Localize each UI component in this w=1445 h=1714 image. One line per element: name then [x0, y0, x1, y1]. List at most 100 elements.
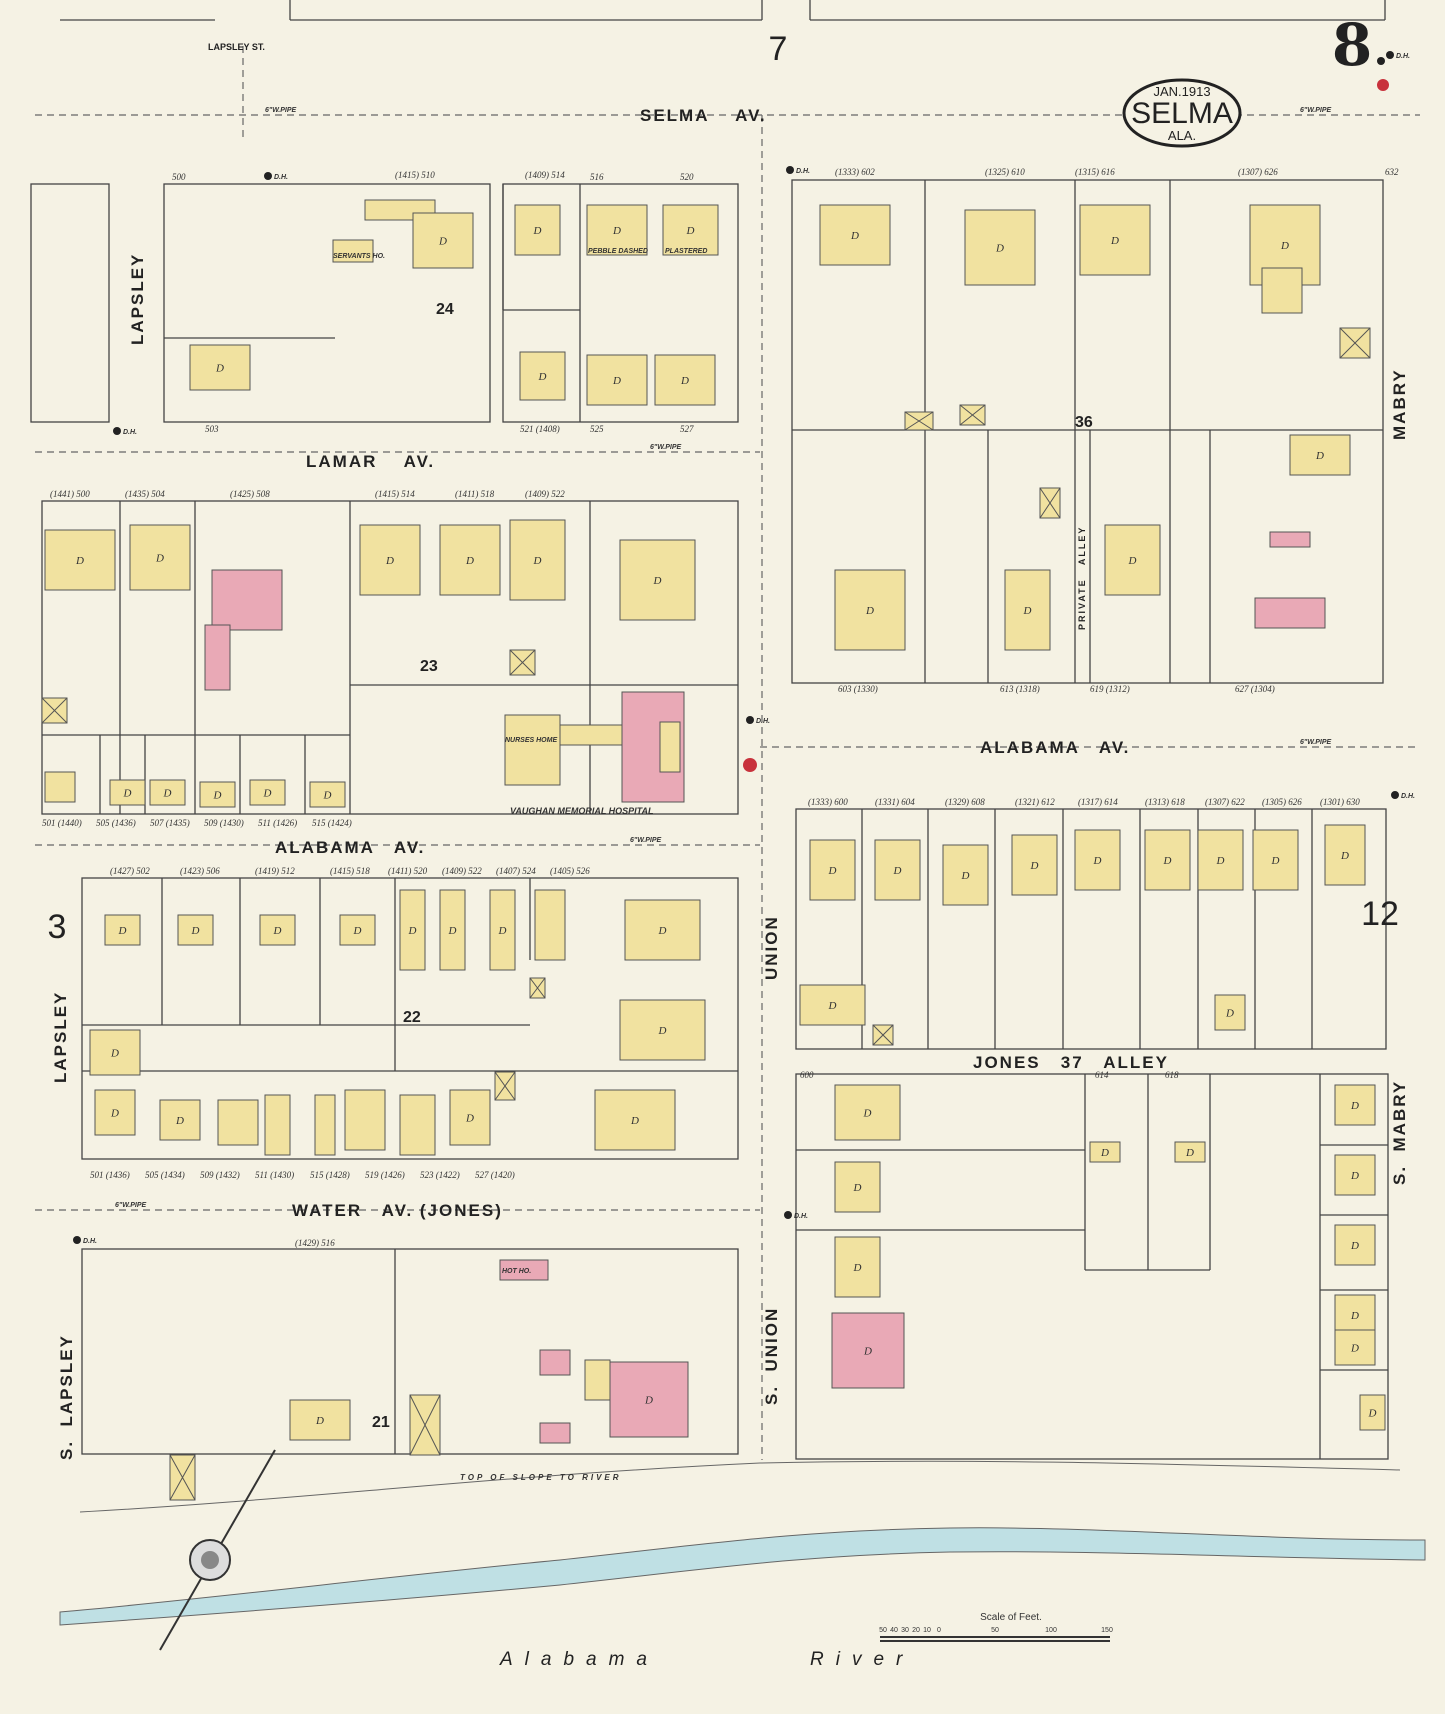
house-number: (1331) 604: [875, 797, 915, 807]
label-union: UNION: [762, 915, 781, 980]
house-number: (1313) 618: [1145, 797, 1185, 807]
title-oval: [1122, 78, 1242, 148]
frame-building: [594, 1089, 676, 1151]
dwelling-label: D: [498, 925, 507, 937]
adjoining-sheet-right: 12: [1361, 895, 1399, 933]
city-block: [791, 179, 1384, 684]
dwelling-label: D: [465, 555, 474, 567]
brick-building: [1254, 597, 1326, 629]
frame-building: [809, 839, 856, 901]
house-number: 509 (1430): [204, 818, 244, 828]
dwelling-label: D: [850, 230, 859, 242]
frame-building: [109, 779, 146, 806]
frame-building: [259, 914, 296, 946]
hydrant-label: D.H.: [796, 168, 810, 175]
dwelling-label: D: [408, 925, 417, 937]
dwelling-label: D: [438, 236, 447, 248]
house-number: (1307) 626: [1238, 167, 1278, 177]
frame-building: [964, 209, 1036, 286]
shed-cross: [872, 1024, 894, 1046]
house-number: 500: [172, 172, 186, 182]
shed-cross: [169, 1454, 196, 1501]
hydrant-marker: [784, 1211, 792, 1219]
label-lapsley-mid: LAPSLEY: [51, 991, 70, 1083]
frame-building: [834, 1084, 901, 1141]
frame-building: [662, 204, 719, 256]
brick-building: [539, 1422, 571, 1444]
frame-building: [489, 889, 516, 971]
dwelling-label: D: [612, 225, 621, 237]
house-number: (1411) 518: [455, 489, 495, 499]
house-number: (1325) 610: [985, 167, 1025, 177]
frame-building: [1324, 824, 1366, 886]
hospital-label: VAUGHAN MEMORIAL HOSPITAL: [510, 806, 654, 816]
scale-tick-label: 10: [923, 1627, 931, 1634]
dwelling-label: D: [1315, 450, 1324, 462]
hydrant-marker: [113, 427, 121, 435]
plastered-label: PLASTERED: [665, 248, 707, 255]
fire-alarm-icon: [1377, 79, 1389, 91]
title-city: SELMA: [1131, 97, 1233, 130]
frame-building: [559, 724, 626, 746]
dwelling-label: D: [263, 788, 272, 800]
frame-building: [942, 844, 989, 906]
frame-building: [289, 1399, 351, 1441]
frame-building: [1197, 829, 1244, 891]
top-of-slope-line: [79, 1460, 1401, 1513]
dwelling-label: D: [1023, 605, 1032, 617]
dwelling-label: D: [612, 375, 621, 387]
title-state: ALA.: [1168, 128, 1196, 143]
house-number: (1441) 500: [50, 489, 90, 499]
house-number: 613 (1318): [1000, 684, 1040, 694]
nurses-home-label: NURSES HOME: [505, 737, 557, 744]
frame-building: [199, 781, 236, 808]
frame-building: [654, 354, 716, 406]
block-number-21: 21: [372, 1414, 390, 1431]
dwelling-label: D: [1110, 235, 1119, 247]
house-number: (1317) 614: [1078, 797, 1118, 807]
fire-alarm-icon: [743, 758, 757, 772]
pipe-label: 6"W.PIPE: [1300, 739, 1332, 746]
hydrant-marker: [746, 716, 754, 724]
brick-building: [621, 691, 685, 803]
house-number: (1411) 520: [388, 866, 428, 876]
frame-building: [1214, 994, 1246, 1031]
dwelling-label: D: [1280, 240, 1289, 252]
house-number: 603 (1330): [838, 684, 878, 694]
house-number: (1333) 600: [808, 797, 848, 807]
frame-building: [104, 914, 141, 946]
scale-tick-label: 150: [1101, 1627, 1113, 1634]
hydrant-label: D.H.: [1401, 793, 1415, 800]
dwelling-label: D: [353, 925, 362, 937]
dwelling-label: D: [1030, 860, 1039, 872]
dwelling-label: D: [385, 555, 394, 567]
frame-building: [412, 212, 474, 269]
hydrant-label: D.H.: [756, 718, 770, 725]
house-number: 507 (1435): [150, 818, 190, 828]
house-number: (1333) 602: [835, 167, 875, 177]
hydrant-marker: [1391, 791, 1399, 799]
frame-building: [159, 1099, 201, 1141]
brick-building: [539, 1349, 571, 1376]
frame-building: [339, 914, 376, 946]
shed-cross: [959, 404, 986, 426]
frame-building: [1174, 1141, 1206, 1163]
hydrant-label: D.H.: [1396, 53, 1410, 60]
house-number: (1415) 518: [330, 866, 370, 876]
scale-tick-label: 50: [879, 1627, 887, 1634]
frame-building: [309, 781, 346, 808]
dwelling-label: D: [863, 1346, 872, 1358]
house-number: (1415) 510: [395, 170, 435, 180]
house-number: (1435) 504: [125, 489, 165, 499]
block-number-23: 23: [420, 658, 438, 675]
house-number: 505 (1434): [145, 1170, 185, 1180]
brick-building: [831, 1312, 905, 1389]
water-pipes: [35, 46, 1420, 1460]
dwelling-label: D: [1350, 1170, 1359, 1182]
frame-building: [332, 239, 374, 263]
dwelling-label: D: [653, 575, 662, 587]
